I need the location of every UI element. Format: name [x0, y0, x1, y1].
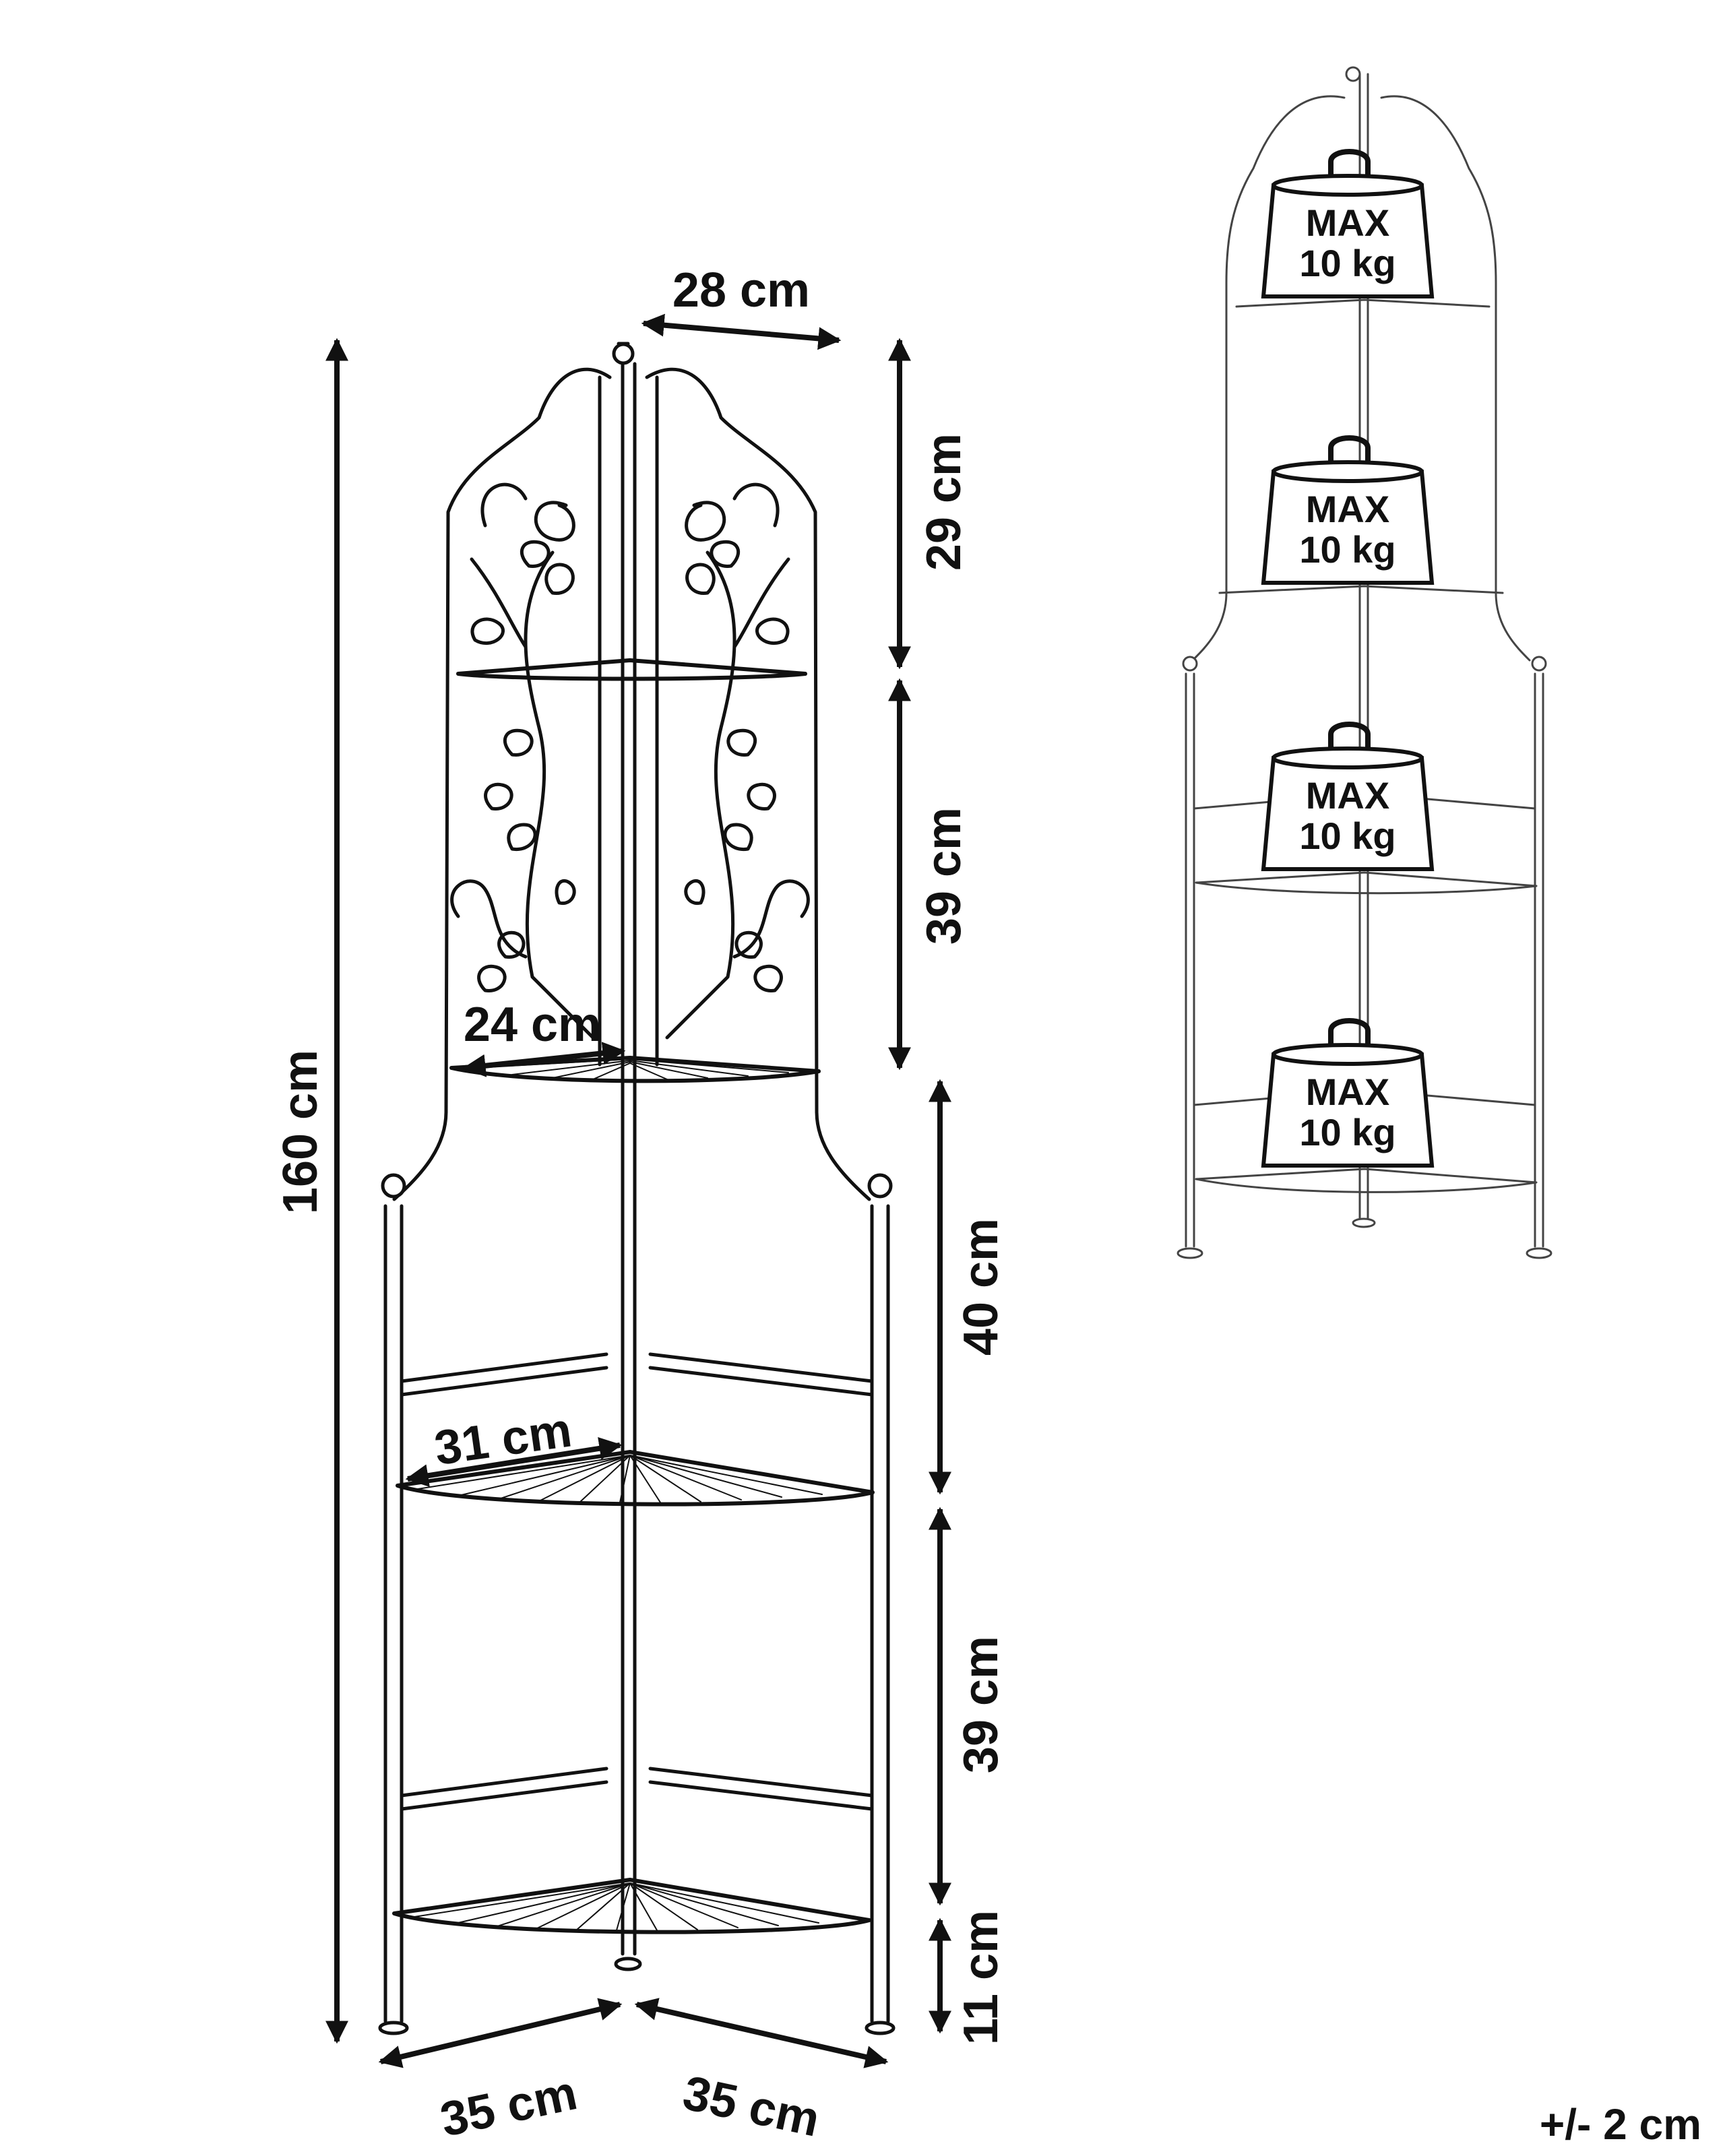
dimension-arrows — [325, 313, 951, 2068]
left-leg — [383, 1204, 404, 2023]
bottom-shelf — [392, 1878, 871, 1934]
top-section-height-label: 29 cm — [917, 433, 971, 571]
weight-1: MAX 10 kg — [1261, 149, 1435, 298]
weight-1-weight: 10 kg — [1299, 242, 1395, 284]
weight-3-weight: 10 kg — [1299, 815, 1395, 857]
top-arch-frame — [392, 367, 612, 1201]
weight-4: MAX 10 kg — [1261, 1018, 1435, 1168]
right-leg — [870, 1204, 890, 2023]
weight-4-weight: 10 kg — [1299, 1111, 1395, 1153]
third-section-height-label: 40 cm — [954, 1218, 1008, 1356]
load-capacity-drawing — [1177, 66, 1552, 1259]
tolerance-note: +/- 2 cm — [1540, 2100, 1701, 2149]
total-height-label: 160 cm — [274, 1050, 327, 1214]
second-section-height-label: 39 cm — [917, 807, 971, 945]
weight-3: MAX 10 kg — [1261, 722, 1435, 871]
weight-2: MAX 10 kg — [1261, 435, 1435, 585]
weight-3-max: MAX — [1306, 774, 1389, 817]
top-width-label: 28 cm — [672, 263, 810, 317]
weight-1-max: MAX — [1306, 201, 1389, 244]
fourth-section-height-label: 39 cm — [954, 1636, 1008, 1773]
base-left-width-label: 35 cm — [436, 2066, 582, 2147]
main-rack-drawing — [378, 342, 896, 2035]
top-finial — [612, 342, 635, 365]
upper-shelf-depth-label: 24 cm — [464, 998, 601, 1052]
top-shelf — [456, 658, 807, 681]
left-leaf-ornament — [450, 482, 595, 1040]
weight-2-weight: 10 kg — [1299, 528, 1395, 571]
weight-4-max: MAX — [1306, 1071, 1389, 1113]
weight-2-max: MAX — [1306, 488, 1389, 530]
bottom-clearance-label: 11 cm — [954, 1910, 1008, 2045]
central-pole — [621, 362, 637, 1956]
third-shelf — [396, 1450, 875, 1507]
base-right-width-label: 35 cm — [679, 2066, 824, 2147]
right-leaf-ornament — [665, 482, 810, 1040]
